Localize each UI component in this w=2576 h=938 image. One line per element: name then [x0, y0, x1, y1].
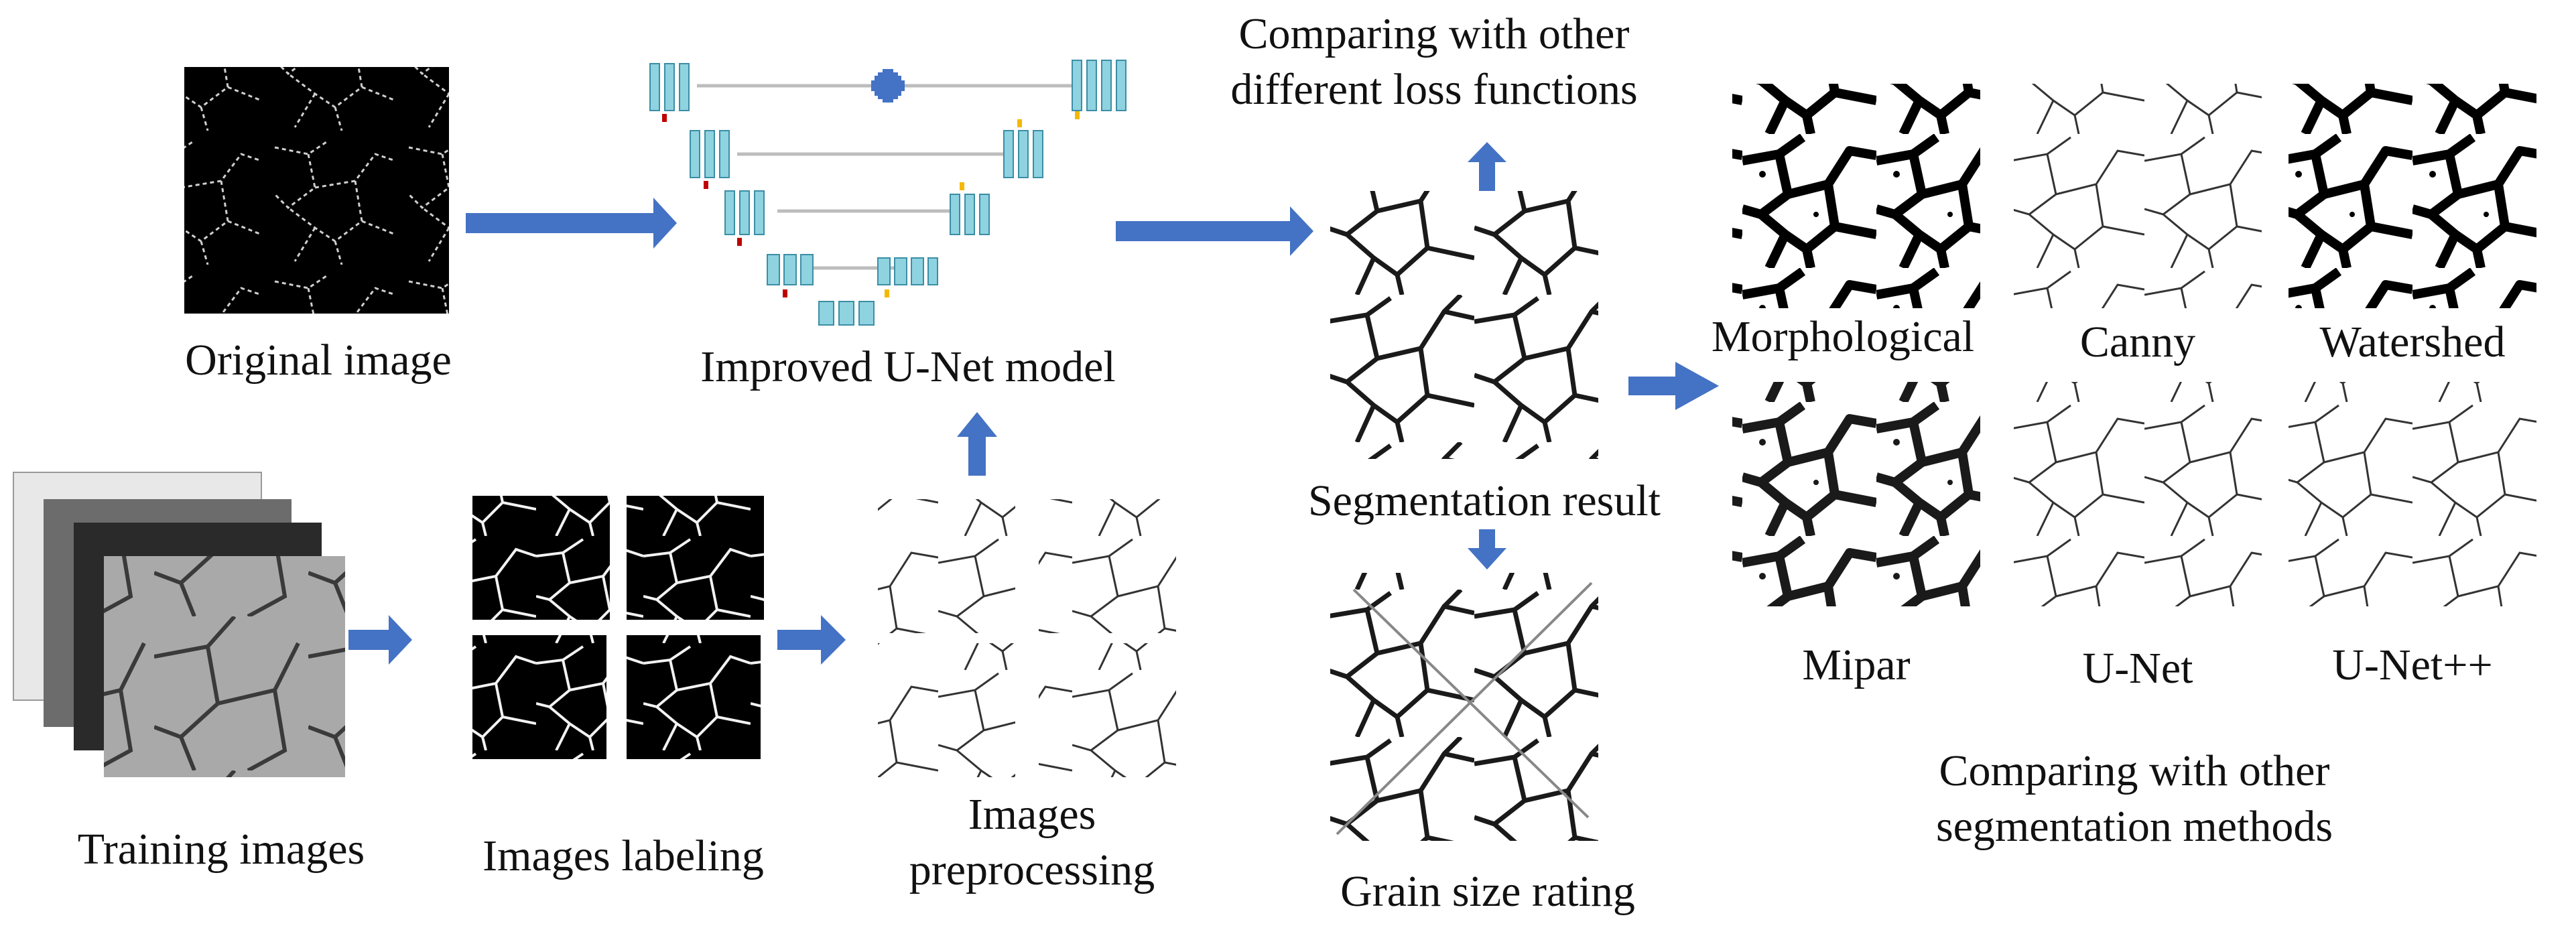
label-comparing-segmentation-line2: segmentation methods: [1935, 801, 2333, 851]
label-mipar: Mipar: [1802, 641, 1911, 689]
arrow-preprocessing-to-unet: [957, 412, 997, 476]
arrow-result-to-methods: [1628, 362, 1719, 410]
preprocessed-image-4: [1039, 643, 1176, 777]
label-watershed: Watershed: [2319, 318, 2506, 366]
label-original-image: Original image: [185, 336, 452, 385]
mipar-image: [1732, 382, 1980, 606]
labeled-image-1: [472, 496, 610, 620]
label-comparing-loss-line2: different loss functions: [1230, 64, 1638, 114]
labeled-image-4: [627, 635, 761, 759]
arrow-labeling-to-preprocessing: [777, 615, 846, 665]
label-grain-size-rating: Grain size rating: [1340, 867, 1635, 916]
label-improved-unet: Improved U-Net model: [700, 342, 1116, 391]
preprocessed-image-1: [878, 499, 1015, 633]
labeled-image-3: [472, 635, 606, 759]
preprocessed-image-3: [878, 643, 1015, 777]
labeled-image-2: [627, 496, 764, 620]
label-comparing-segmentation: Comparing with other segmentation method…: [1796, 744, 2473, 854]
canny-image: [2014, 84, 2262, 308]
plus-icon: [871, 69, 905, 103]
training-images-stack: [13, 472, 345, 777]
label-comparing-segmentation-line1: Comparing with other: [1939, 746, 2330, 795]
arrow-result-to-loss-comparison: [1468, 142, 1506, 191]
label-segmentation-result: Segmentation result: [1307, 476, 1661, 525]
segmentation-result-image: [1330, 191, 1598, 459]
label-morphological: Morphological: [1711, 312, 1975, 361]
label-images-preprocessing: Images preprocessing: [851, 787, 1213, 898]
label-images-labeling: Images labeling: [482, 831, 764, 880]
label-images-preprocessing-line2: preprocessing: [909, 845, 1155, 894]
arrow-unet-to-result: [1116, 206, 1313, 256]
watershed-image: [2289, 84, 2536, 308]
arrow-result-to-grain-rating: [1468, 529, 1506, 570]
label-training-images: Training images: [77, 825, 365, 874]
preprocessed-image-2: [1039, 499, 1176, 633]
label-comparing-loss-line1: Comparing with other: [1238, 9, 1630, 58]
original-image: [184, 67, 449, 314]
label-images-preprocessing-line1: Images: [968, 790, 1096, 839]
label-comparing-loss: Comparing with other different loss func…: [1133, 7, 1736, 117]
grain-size-rating-image: [1330, 573, 1598, 841]
unet-image: [2014, 382, 2262, 606]
unet-schematic: [649, 60, 1126, 326]
arrow-original-to-unet: [466, 198, 677, 249]
morphological-image: [1732, 84, 1980, 308]
arrow-training-to-labeling: [348, 615, 412, 665]
unetpp-image: [2289, 382, 2536, 606]
label-canny: Canny: [2079, 318, 2196, 366]
label-unetpp: U-Net++: [2332, 641, 2493, 689]
label-unet: U-Net: [2082, 644, 2193, 693]
